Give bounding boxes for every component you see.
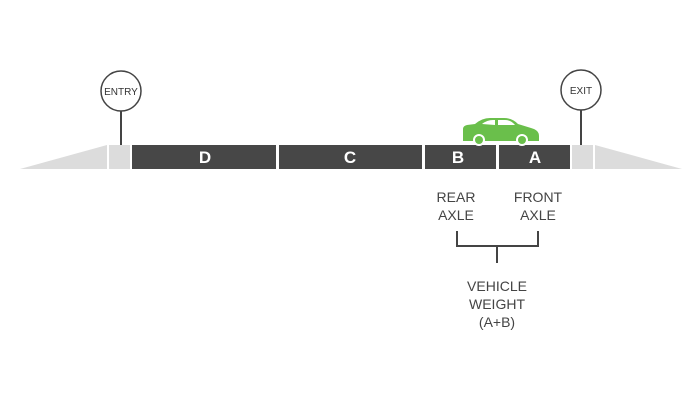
entry-sign: ENTRY bbox=[100, 70, 142, 145]
entry-apron bbox=[109, 145, 130, 169]
exit-sign-label: EXIT bbox=[570, 86, 592, 97]
car-rear-window bbox=[482, 120, 495, 125]
exit-ramp bbox=[595, 145, 682, 169]
segment-a: A bbox=[499, 145, 570, 169]
segment-b: B bbox=[425, 145, 496, 169]
rear-axle-line-1: REAR bbox=[437, 189, 476, 205]
segment-d: D bbox=[132, 145, 276, 169]
bracket-horizontal bbox=[456, 231, 539, 247]
segment-c-label: C bbox=[344, 148, 356, 167]
segment-c: C bbox=[279, 145, 422, 169]
rear-axle-label: REAR AXLE bbox=[437, 189, 476, 223]
car-icon bbox=[463, 118, 539, 146]
segment-a-bar bbox=[499, 145, 570, 169]
entry-sign-circle bbox=[100, 70, 142, 112]
car-front-window bbox=[498, 120, 515, 125]
segment-a-label: A bbox=[529, 148, 541, 167]
segment-d-label: D bbox=[199, 148, 211, 167]
entry-ramp bbox=[20, 145, 107, 169]
segment-b-bar bbox=[425, 145, 496, 169]
exit-apron bbox=[572, 145, 593, 169]
exit-sign: EXIT bbox=[560, 69, 602, 145]
entry-sign-label: ENTRY bbox=[104, 87, 138, 98]
segment-c-bar bbox=[279, 145, 422, 169]
front-axle-line-2: AXLE bbox=[520, 207, 556, 223]
segment-d-bar bbox=[132, 145, 276, 169]
segment-b-label: B bbox=[452, 148, 464, 167]
front-axle-label: FRONT AXLE bbox=[514, 189, 563, 223]
weight-bracket bbox=[456, 231, 539, 263]
front-axle-line-1: FRONT bbox=[514, 189, 563, 205]
vehicle-weight-line-1: VEHICLE bbox=[467, 278, 527, 294]
exit-sign-circle bbox=[560, 69, 602, 111]
vehicle-weight-label: VEHICLE WEIGHT (A+B) bbox=[467, 278, 527, 330]
rear-axle-line-2: AXLE bbox=[438, 207, 474, 223]
vehicle-weight-line-3: (A+B) bbox=[479, 314, 515, 330]
vehicle-weight-line-2: WEIGHT bbox=[469, 296, 525, 312]
car-rear-wheel bbox=[475, 136, 483, 144]
car-front-wheel bbox=[518, 136, 526, 144]
